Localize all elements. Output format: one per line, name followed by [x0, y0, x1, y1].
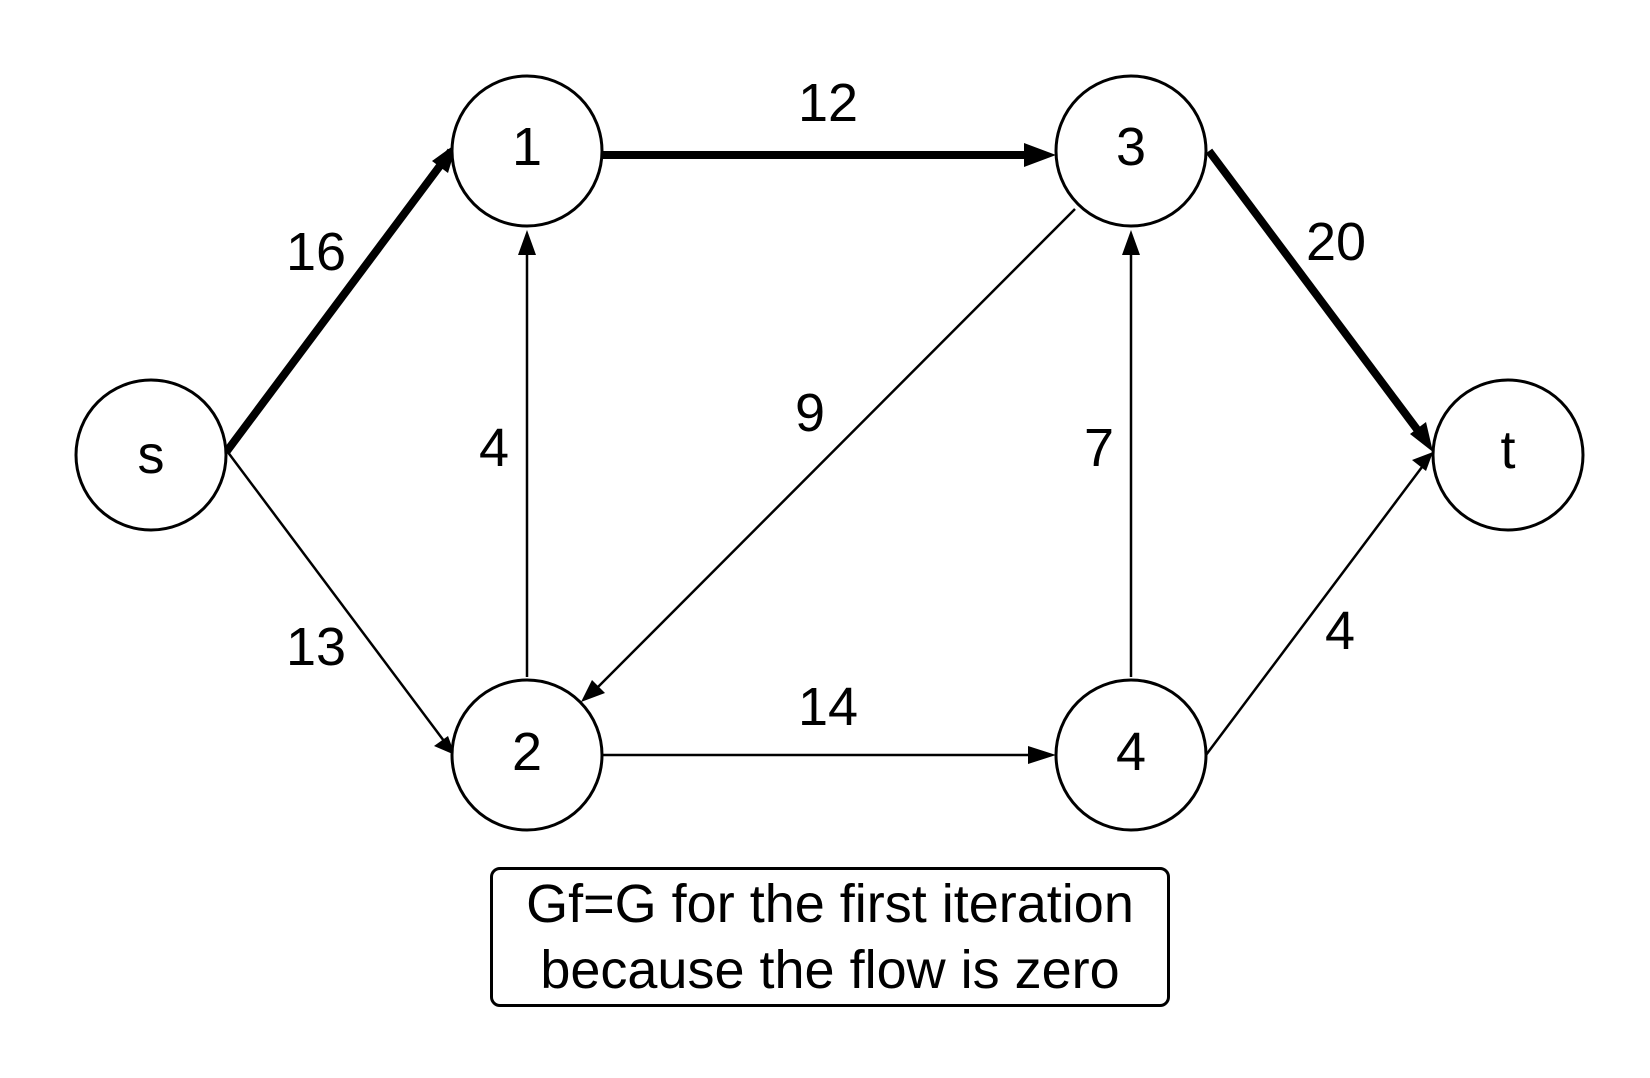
edge-s-2-arrowhead [434, 736, 455, 755]
note-box: Gf=G for the first iteration because the… [490, 867, 1170, 1007]
edge-1-3-arrowhead [1024, 143, 1056, 167]
edge-3-2-arrowhead [581, 680, 605, 702]
edge-s-1 [223, 148, 455, 454]
node-s-label: s [138, 425, 165, 485]
edge-4-3-arrowhead [1122, 230, 1140, 255]
edge-3-2-capacity-label: 9 [795, 383, 825, 443]
edge-3-2 [591, 208, 1076, 694]
node-4: 4 [1054, 678, 1208, 832]
note-line-1: Gf=G for the first iteration [526, 874, 1134, 934]
edge-2-4-capacity-label: 14 [798, 677, 858, 737]
note-line-2: because the flow is zero [540, 940, 1120, 1000]
edge-3-t-capacity-label: 20 [1306, 212, 1366, 272]
node-t: t [1431, 378, 1585, 532]
edge-s-2 [225, 450, 449, 746]
edge-3-t [1205, 148, 1426, 439]
node-1: 1 [450, 74, 604, 228]
edge-s-1-capacity-label: 16 [286, 222, 346, 282]
node-3: 3 [1054, 74, 1208, 228]
edge-3-t-arrowhead [1410, 422, 1433, 452]
edge-s-2-capacity-label: 13 [286, 617, 346, 677]
edge-2-1-arrowhead [518, 230, 536, 255]
edge-1-3-capacity-label: 12 [798, 73, 858, 133]
edge-4-3-capacity-label: 7 [1084, 418, 1114, 478]
node-3-label: 3 [1116, 117, 1146, 177]
edge-4-t-arrowhead [1412, 452, 1433, 471]
edge-2-4-arrowhead [1028, 746, 1056, 764]
node-t-label: t [1500, 420, 1515, 480]
edge-4-t-capacity-label: 4 [1325, 601, 1355, 661]
edge-4-t [1205, 462, 1426, 756]
node-1-label: 1 [512, 117, 542, 177]
node-s: s [74, 378, 228, 532]
node-4-label: 4 [1116, 722, 1146, 782]
node-2: 2 [450, 678, 604, 832]
node-2-label: 2 [512, 722, 542, 782]
edge-2-1-capacity-label: 4 [479, 418, 509, 478]
